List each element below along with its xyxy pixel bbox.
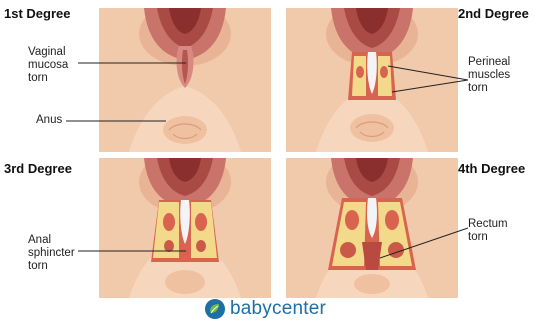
leader-line-vaginal-mucosa <box>78 60 188 66</box>
degree-label-3rd: 3rd Degree <box>4 161 72 176</box>
leader-line-anal-sphincter <box>78 248 188 254</box>
degree-label-2nd: 2nd Degree <box>458 6 529 21</box>
callout-anal-sphincter: Anal sphincter torn <box>28 234 75 273</box>
callout-line: Anal <box>28 234 75 247</box>
callout-line: torn <box>468 82 510 95</box>
panel-1st-degree-illustration <box>99 8 271 152</box>
leader-line-rectum <box>376 222 470 262</box>
callout-line: Rectum <box>468 218 508 231</box>
panel-3rd-degree-illustration <box>99 158 271 298</box>
callout-line: Vaginal <box>28 46 68 59</box>
brand-name: babycenter <box>230 298 326 320</box>
callout-perineal-muscles: Perineal muscles torn <box>468 56 510 95</box>
callout-line: torn <box>28 260 75 273</box>
callout-rectum: Rectum torn <box>468 218 508 244</box>
callout-vaginal-mucosa: Vaginal mucosa torn <box>28 46 68 85</box>
callout-line: sphincter <box>28 247 75 260</box>
leader-line-anus <box>66 118 168 124</box>
babycenter-logo: babycenter <box>204 297 326 321</box>
callout-line: mucosa <box>28 59 68 72</box>
callout-line: muscles <box>468 69 510 82</box>
degree-label-4th: 4th Degree <box>458 161 525 176</box>
leader-line-perineal-muscles <box>380 60 470 100</box>
callout-line: torn <box>468 231 508 244</box>
callout-line: Perineal <box>468 56 510 69</box>
callout-line: torn <box>28 72 68 85</box>
babycenter-leaf-icon <box>204 298 226 320</box>
degree-label-1st: 1st Degree <box>4 6 70 21</box>
callout-line: Anus <box>36 114 62 127</box>
callout-anus: Anus <box>36 114 62 127</box>
